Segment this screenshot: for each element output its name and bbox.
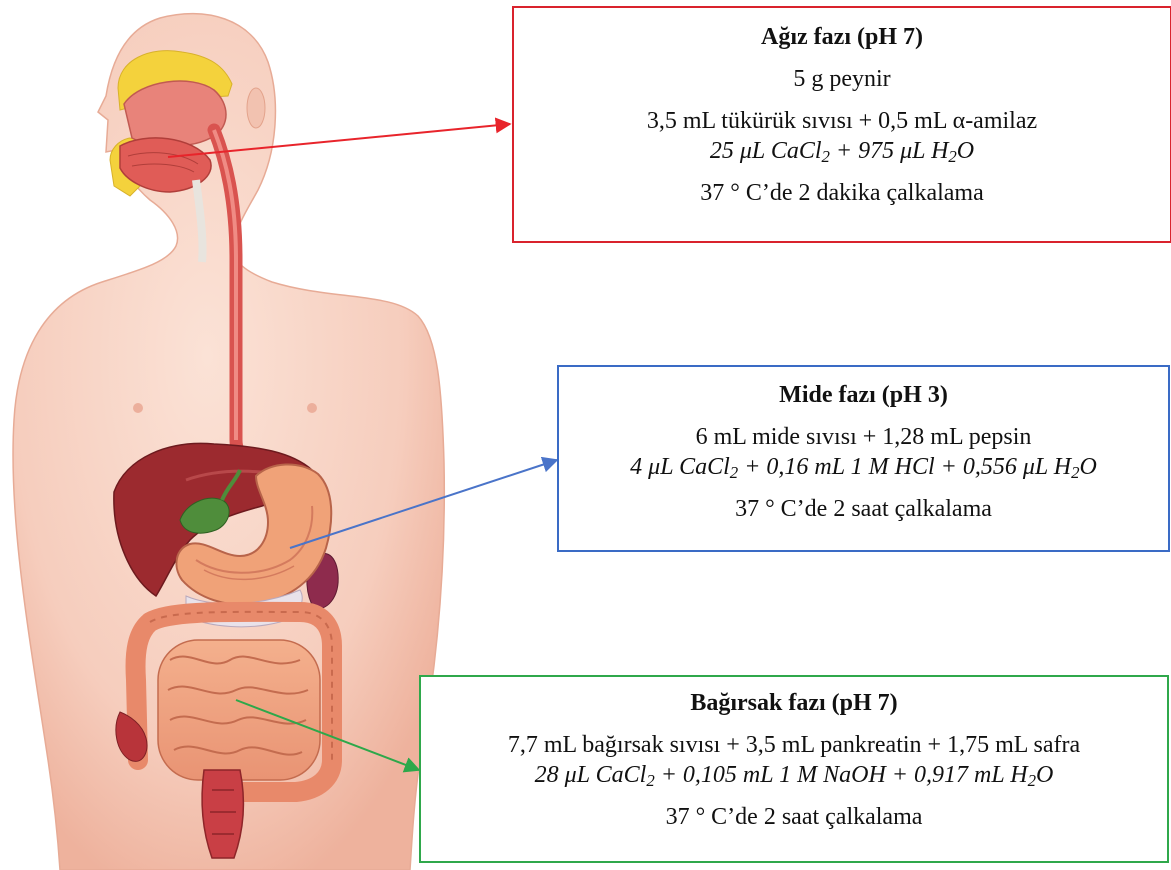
mouth-phase-fluid: 3,5 mL tükürük sıvısı + 0,5 mL α-amilaz [514, 106, 1170, 136]
intestine-phase-incubation: 37 ° C’de 2 saat çalkalama [421, 802, 1167, 832]
mouth-phase-box: Ağız fazı (pH 7) 5 g peynir 3,5 mL tükür… [512, 6, 1171, 243]
small-intestine [158, 640, 320, 780]
mouth-phase-incubation: 37 ° C’de 2 dakika çalkalama [514, 178, 1170, 208]
intestine-phase-fluid: 7,7 mL bağırsak sıvısı + 3,5 mL pankreat… [421, 730, 1167, 760]
rectum [202, 770, 243, 858]
mouth-phase-additives: 25 μL CaCl2 + 975 μL H2O [514, 136, 1170, 166]
intestine-phase-title: Bağırsak fazı (pH 7) [421, 688, 1167, 718]
stomach-phase-fluid: 6 mL mide sıvısı + 1,28 mL pepsin [559, 422, 1168, 452]
stomach-phase-additives: 4 μL CaCl2 + 0,16 mL 1 M HCl + 0,556 μL … [559, 452, 1168, 482]
intestine-phase-additives: 28 μL CaCl2 + 0,105 mL 1 M NaOH + 0,917 … [421, 760, 1167, 790]
stomach-phase-incubation: 37 ° C’de 2 saat çalkalama [559, 494, 1168, 524]
stomach-phase-box: Mide fazı (pH 3) 6 mL mide sıvısı + 1,28… [557, 365, 1170, 552]
stomach-phase-title: Mide fazı (pH 3) [559, 380, 1168, 410]
mouth-phase-title: Ağız fazı (pH 7) [514, 22, 1170, 52]
intestine-phase-box: Bağırsak fazı (pH 7) 7,7 mL bağırsak sıv… [419, 675, 1169, 863]
mouth-phase-sample: 5 g peynir [514, 64, 1170, 94]
